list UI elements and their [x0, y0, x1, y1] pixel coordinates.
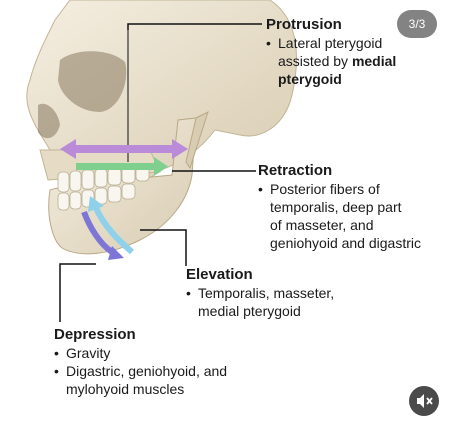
retraction-text-4: geniohyoid and digastric [258, 234, 421, 252]
protrusion-line3: pterygoid [266, 70, 396, 88]
depression-text-3: mylohyoid muscles [54, 380, 227, 398]
depression-leader [60, 264, 96, 322]
elevation-text-2: medial pterygoid [186, 302, 334, 320]
retraction-line1: •Posterior fibers of [258, 180, 421, 198]
retraction-label: Retraction •Posterior fibers of temporal… [258, 162, 421, 252]
retraction-text-3: of masseter, and [258, 216, 421, 234]
elevation-label: Elevation •Temporalis, masseter, medial … [186, 266, 334, 320]
speaker-muted-icon [409, 386, 439, 416]
retraction-text-1: Posterior fibers of [270, 181, 380, 197]
protrusion-line1: Lateral pterygoid [278, 35, 382, 51]
elevation-line1: •Temporalis, masseter, [186, 284, 334, 302]
elevation-title: Elevation [186, 266, 334, 284]
depression-label: Depression •Gravity •Digastric, geniohyo… [54, 326, 227, 398]
protrusion-label: Protrusion •Lateral pterygoid assisted b… [266, 16, 396, 88]
elevation-text-1: Temporalis, masseter, [198, 285, 334, 301]
depression-text-2: Digastric, geniohyoid, and [66, 363, 227, 379]
bullet: • [54, 362, 66, 380]
bullet: • [186, 284, 198, 302]
protrusion-line2: assisted by medial [266, 52, 396, 70]
retraction-title: Retraction [258, 162, 421, 180]
bullet: • [258, 180, 270, 198]
protrusion-line2-bold: medial [352, 53, 396, 69]
bullet: • [266, 34, 278, 52]
protrusion-line2-plain: assisted by [278, 53, 352, 69]
retraction-text-2: temporalis, deep part [258, 198, 421, 216]
protrusion-title: Protrusion [266, 16, 396, 34]
mute-button[interactable] [409, 386, 439, 416]
page-counter-badge: 3/3 [397, 10, 437, 38]
depression-item1: •Gravity [54, 344, 227, 362]
depression-text-1: Gravity [66, 345, 110, 361]
protrusion-item: •Lateral pterygoid [266, 34, 396, 52]
bullet: • [54, 344, 66, 362]
depression-title: Depression [54, 326, 227, 344]
depression-item2: •Digastric, geniohyoid, and [54, 362, 227, 380]
